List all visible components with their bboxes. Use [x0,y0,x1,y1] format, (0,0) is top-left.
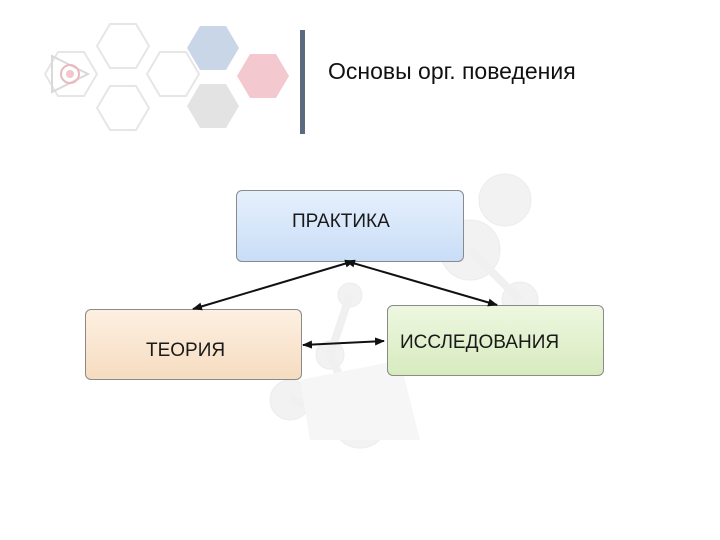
hex-outline [95,85,151,131]
target-icon [51,54,91,94]
hex-pink [237,54,289,98]
hex-gray [187,84,239,128]
hexagon-decoration [43,23,289,131]
slide-title: Основы орг. поведения [328,58,576,84]
hex-outline [95,23,151,69]
arrow-theory-research [302,337,385,349]
arrow-practice-theory [192,259,355,311]
arrow-practice-research [345,259,498,307]
node-theory-label: ТЕОРИЯ [146,340,226,361]
hex-outline [145,51,201,97]
title-divider [300,30,305,134]
node-practice-label: ПРАКТИКА [292,211,390,232]
node-theory: ТЕОРИЯ [85,309,302,380]
node-research-label: ИССЛЕДОВАНИЯ [400,332,560,353]
hex-blue [187,26,239,70]
hex-outline [43,51,99,97]
node-research: ИССЛЕДОВАНИЯ [387,305,604,376]
